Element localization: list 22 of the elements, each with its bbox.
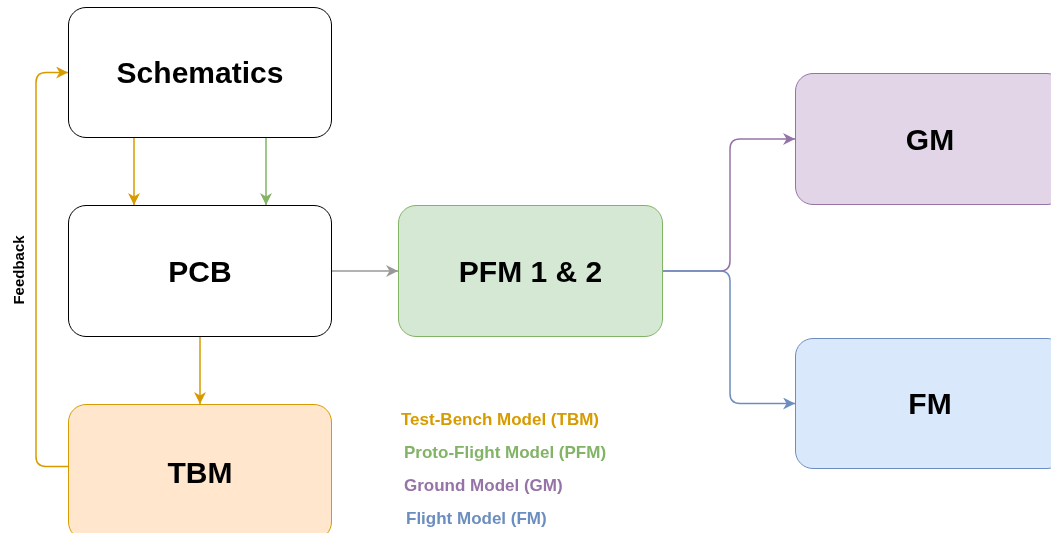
process-box xyxy=(795,338,1051,469)
legend-entry: Flight Model (FM) xyxy=(406,508,548,530)
arrow xyxy=(128,137,140,206)
box-label: GM xyxy=(905,121,955,158)
arrow xyxy=(35,66,69,468)
box-label: Schematics xyxy=(116,55,284,91)
arrow xyxy=(194,336,206,405)
arrow xyxy=(662,270,796,410)
legend-entry: Proto-Flight Model (PFM) xyxy=(404,442,607,464)
legend-entry: Test-Bench Model (TBM) xyxy=(401,409,600,431)
box-label: TBM xyxy=(167,454,233,491)
process-box xyxy=(68,7,332,138)
arrow xyxy=(260,137,272,206)
process-box xyxy=(68,205,332,337)
legend-entry: Ground Model (GM) xyxy=(404,475,564,497)
process-box xyxy=(795,73,1051,205)
box-label: FM xyxy=(908,386,952,422)
process-box xyxy=(68,404,332,533)
process-box xyxy=(398,205,663,337)
box-label: PCB xyxy=(168,253,232,290)
arrow xyxy=(331,265,399,277)
box-label: PFM 1 & 2 xyxy=(458,253,603,290)
